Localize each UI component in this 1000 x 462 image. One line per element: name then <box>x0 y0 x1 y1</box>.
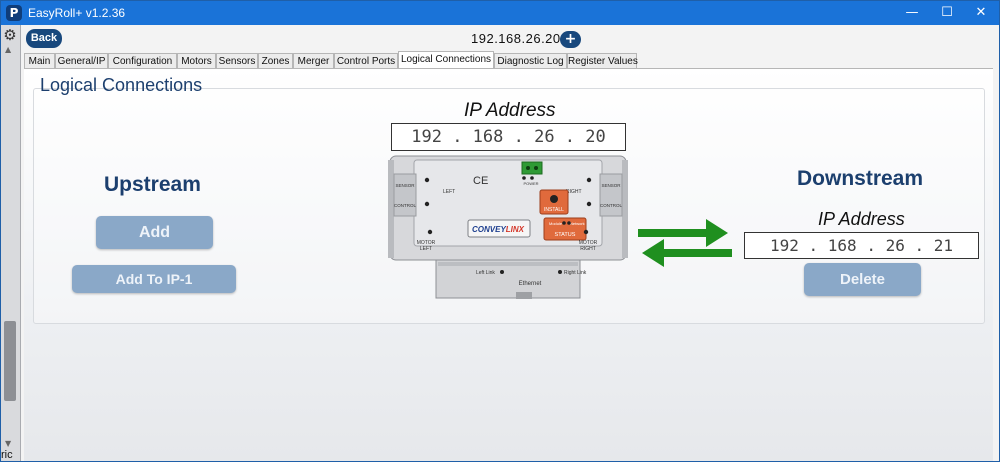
device-ip-title: 192.168.26.20 <box>471 31 561 46</box>
sensor-left-label: SENSOR <box>395 183 415 188</box>
minimize-button[interactable]: — <box>905 5 919 20</box>
control-left-label: CONTROL <box>394 203 416 208</box>
device-header: Back 192.168.26.20 + <box>22 25 999 52</box>
scrollbar-thumb[interactable] <box>4 321 16 401</box>
install-label: INSTALL <box>544 207 564 213</box>
delete-downstream-button[interactable]: Delete <box>804 263 921 296</box>
tab-zones[interactable]: Zones <box>258 53 293 69</box>
tab-configuration[interactable]: Configuration <box>108 53 177 69</box>
right-label: RIGHT <box>566 189 582 195</box>
current-ip-label: IP Address <box>464 100 556 121</box>
app-title: EasyRoll+ v1.2.36 <box>28 6 126 20</box>
add-to-ip-button[interactable]: Add To IP-1 <box>72 265 236 293</box>
motor-left-label-1: MOTOR <box>417 240 436 246</box>
tab-control-ports[interactable]: Control Ports <box>334 53 398 69</box>
title-bar[interactable]: P EasyRoll+ v1.2.36 — ☐ ✕ <box>1 1 999 25</box>
tab-diagnostic-log[interactable]: Diagnostic Log <box>494 53 567 69</box>
left-label: LEFT <box>443 189 455 195</box>
side-panel: ⚙ ▲ ▼ ric <box>1 25 21 461</box>
motor-right-label-1: MOTOR <box>579 240 598 246</box>
gear-icon[interactable]: ⚙ <box>3 26 17 44</box>
app-logo-icon: P <box>6 5 22 21</box>
module-label: Module <box>549 221 563 226</box>
tab-logical-connections[interactable]: Logical Connections <box>398 51 494 69</box>
add-device-button[interactable]: + <box>560 31 581 48</box>
motor-right-label-2: RIGHT <box>580 246 596 252</box>
tab-motors[interactable]: Motors <box>177 53 216 69</box>
control-right-label: CONTROL <box>600 203 622 208</box>
left-link-label: Left Link <box>476 270 495 276</box>
tab-merger[interactable]: Merger <box>293 53 334 69</box>
brand-part-b: LINX <box>506 225 525 234</box>
brand-logo-text: CONVEYLINX <box>472 225 525 234</box>
tab-main[interactable]: Main <box>24 53 55 69</box>
conveylinx-module-image: SENSOR CONTROL SENSOR CONTROL LEFT RIGHT… <box>388 155 628 299</box>
maximize-button[interactable]: ☐ <box>941 5 953 20</box>
current-ip-field: 192 . 168 . 26 . 20 <box>391 123 626 151</box>
tab-register-values[interactable]: Register Values <box>567 53 638 69</box>
sensor-right-label: SENSOR <box>601 183 621 188</box>
right-link-label: Right Link <box>564 270 587 276</box>
add-upstream-button[interactable]: Add <box>96 216 213 249</box>
tab-content: Logical Connections Upstream Add Add To … <box>24 68 993 461</box>
downstream-ip-field: 192 . 168 . 26 . 21 <box>744 232 979 259</box>
ethernet-label: Ethernet <box>519 281 542 287</box>
side-panel-label: ric <box>1 449 13 461</box>
tab-sensors[interactable]: Sensors <box>216 53 258 69</box>
motor-left-label-2: LEFT <box>420 246 432 252</box>
section-title: Logical Connections <box>40 75 203 95</box>
downstream-ip-label: IP Address <box>818 209 905 229</box>
power-label: POWER <box>523 181 538 186</box>
downstream-title: Downstream <box>797 167 924 190</box>
upstream-title: Upstream <box>104 173 201 196</box>
status-label: STATUS <box>555 232 576 238</box>
network-label: Network <box>570 221 585 226</box>
tab-general-ip[interactable]: General/IP <box>55 53 108 69</box>
back-button[interactable]: Back <box>26 29 62 48</box>
close-button[interactable]: ✕ <box>975 5 987 20</box>
brand-part-a: CONVEY <box>472 225 506 234</box>
scroll-down-icon[interactable]: ▼ <box>5 439 12 448</box>
connection-arrows-icon <box>638 219 732 267</box>
scroll-up-icon[interactable]: ▲ <box>5 45 12 54</box>
ce-mark: CE <box>473 175 488 187</box>
